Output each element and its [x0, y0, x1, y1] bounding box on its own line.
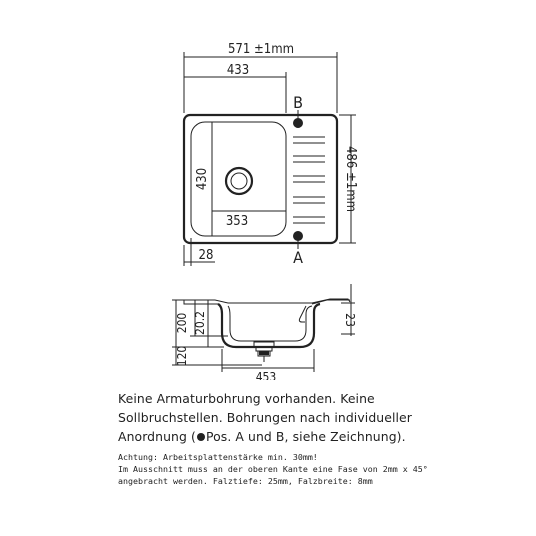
note-small-2: Im Ausschnitt muss an der oberen Kante e… — [118, 464, 428, 474]
note-line-3-start: Anordnung ( — [118, 429, 196, 444]
position-b-label: B — [293, 93, 303, 112]
drainer-grooves — [293, 136, 325, 224]
bowl-outline — [190, 121, 287, 237]
top-view: 571 ±1mm 433 486 ±1mm 430 353 28 B A — [182, 42, 358, 267]
dim-height-bowl: 430 — [195, 168, 210, 190]
position-dot-icon — [196, 433, 205, 441]
dim-offset: 28 — [199, 248, 214, 263]
note-line-3-end: Pos. A und B, siehe Zeichnung). — [205, 429, 406, 444]
sink-outline — [182, 113, 339, 245]
dim-height-200: 200 — [175, 313, 189, 334]
dim-bowl-width: 453 — [256, 370, 277, 380]
dim-height-total: 486 ±1mm — [343, 146, 358, 212]
dim-width-total: 571 ±1mm — [228, 42, 294, 57]
note-small-3: angebracht werden. Falztiefe: 25mm, Falz… — [118, 476, 373, 486]
dim-height-120: 120 — [175, 346, 189, 367]
section-view: 200 20.2 120 453 23 — [172, 284, 357, 380]
position-a-label: A — [293, 248, 303, 267]
note-line-3: Anordnung ( Pos. A und B, siehe Zeichnung… — [118, 427, 528, 446]
dim-height-20-2: 20.2 — [193, 311, 207, 335]
dim-width-bowl: 433 — [227, 63, 249, 78]
drain-inner-circle — [230, 172, 248, 190]
technical-drawing: 571 ±1mm 433 486 ±1mm 430 353 28 B A — [172, 42, 358, 380]
dim-bowl-inner: 353 — [226, 214, 248, 229]
notes-small: Achtung: Arbeitsplattenstärke min. 30mm!… — [118, 451, 528, 487]
note-line-1: Keine Armaturbohrung vorhanden. Keine — [118, 391, 375, 406]
notes-block: Keine Armaturbohrung vorhanden. Keine So… — [118, 389, 528, 487]
note-line-2: Sollbruchstellen. Bohrungen nach individ… — [118, 410, 412, 425]
note-small-1: Achtung: Arbeitsplattenstärke min. 30mm! — [118, 452, 318, 462]
dim-rim: 23 — [343, 313, 357, 327]
drain-outer-circle — [224, 166, 254, 196]
